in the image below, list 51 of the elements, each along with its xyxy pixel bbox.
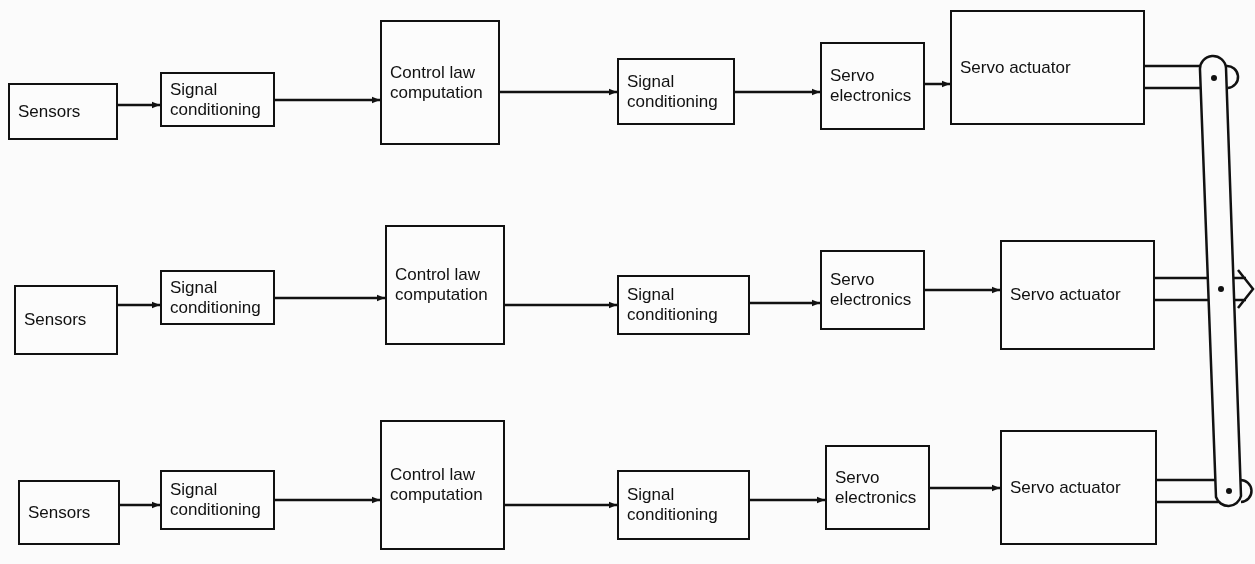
process-box bbox=[14, 285, 118, 355]
box-label: Control law computation bbox=[395, 265, 489, 305]
arrow bbox=[118, 301, 160, 309]
process-box bbox=[380, 20, 500, 145]
box-label: Control law computation bbox=[390, 62, 484, 103]
process-box bbox=[18, 480, 120, 545]
process-box bbox=[1000, 430, 1157, 545]
arrow bbox=[505, 301, 617, 309]
arrow bbox=[925, 286, 1000, 294]
arrow bbox=[930, 484, 1000, 492]
process-box bbox=[820, 250, 925, 330]
box-label: Sensors bbox=[28, 502, 91, 523]
process-box bbox=[8, 83, 118, 140]
box-label: Signal conditioning bbox=[627, 71, 719, 112]
arrow bbox=[500, 88, 617, 96]
arrow bbox=[275, 294, 385, 302]
arrow bbox=[750, 496, 825, 504]
box-label: Signal conditioning bbox=[170, 480, 262, 520]
box-label: Signal conditioning bbox=[170, 277, 262, 318]
arrow bbox=[275, 496, 380, 504]
arrow bbox=[750, 299, 820, 307]
process-box bbox=[820, 42, 925, 130]
box-label: Sensors bbox=[18, 101, 81, 122]
arrow bbox=[275, 96, 380, 104]
process-box bbox=[950, 10, 1145, 125]
process-box bbox=[617, 58, 735, 125]
arrow bbox=[505, 501, 617, 509]
arrow bbox=[735, 88, 820, 96]
process-box bbox=[617, 470, 750, 540]
process-box bbox=[1000, 240, 1155, 350]
box-label: Servo electronics bbox=[830, 270, 913, 310]
box-label: Servo electronics bbox=[835, 467, 918, 508]
box-label: Servo actuator bbox=[960, 57, 1071, 78]
process-box bbox=[617, 275, 750, 335]
arrow bbox=[925, 80, 950, 88]
process-box bbox=[825, 445, 930, 530]
process-box bbox=[160, 72, 275, 127]
arrow bbox=[118, 101, 160, 109]
box-label: Servo actuator bbox=[1010, 285, 1121, 305]
box-label: Signal conditioning bbox=[627, 485, 719, 525]
process-box bbox=[160, 470, 275, 530]
process-box bbox=[160, 270, 275, 325]
process-box bbox=[380, 420, 505, 550]
box-label: Signal conditioning bbox=[627, 285, 719, 325]
box-label: Servo actuator bbox=[1010, 477, 1121, 498]
arrow bbox=[120, 501, 160, 509]
box-label: Signal conditioning bbox=[170, 79, 262, 120]
box-label: Sensors bbox=[24, 310, 87, 330]
box-label: Control law computation bbox=[390, 465, 484, 505]
process-box bbox=[385, 225, 505, 345]
box-label: Servo electronics bbox=[830, 66, 913, 106]
